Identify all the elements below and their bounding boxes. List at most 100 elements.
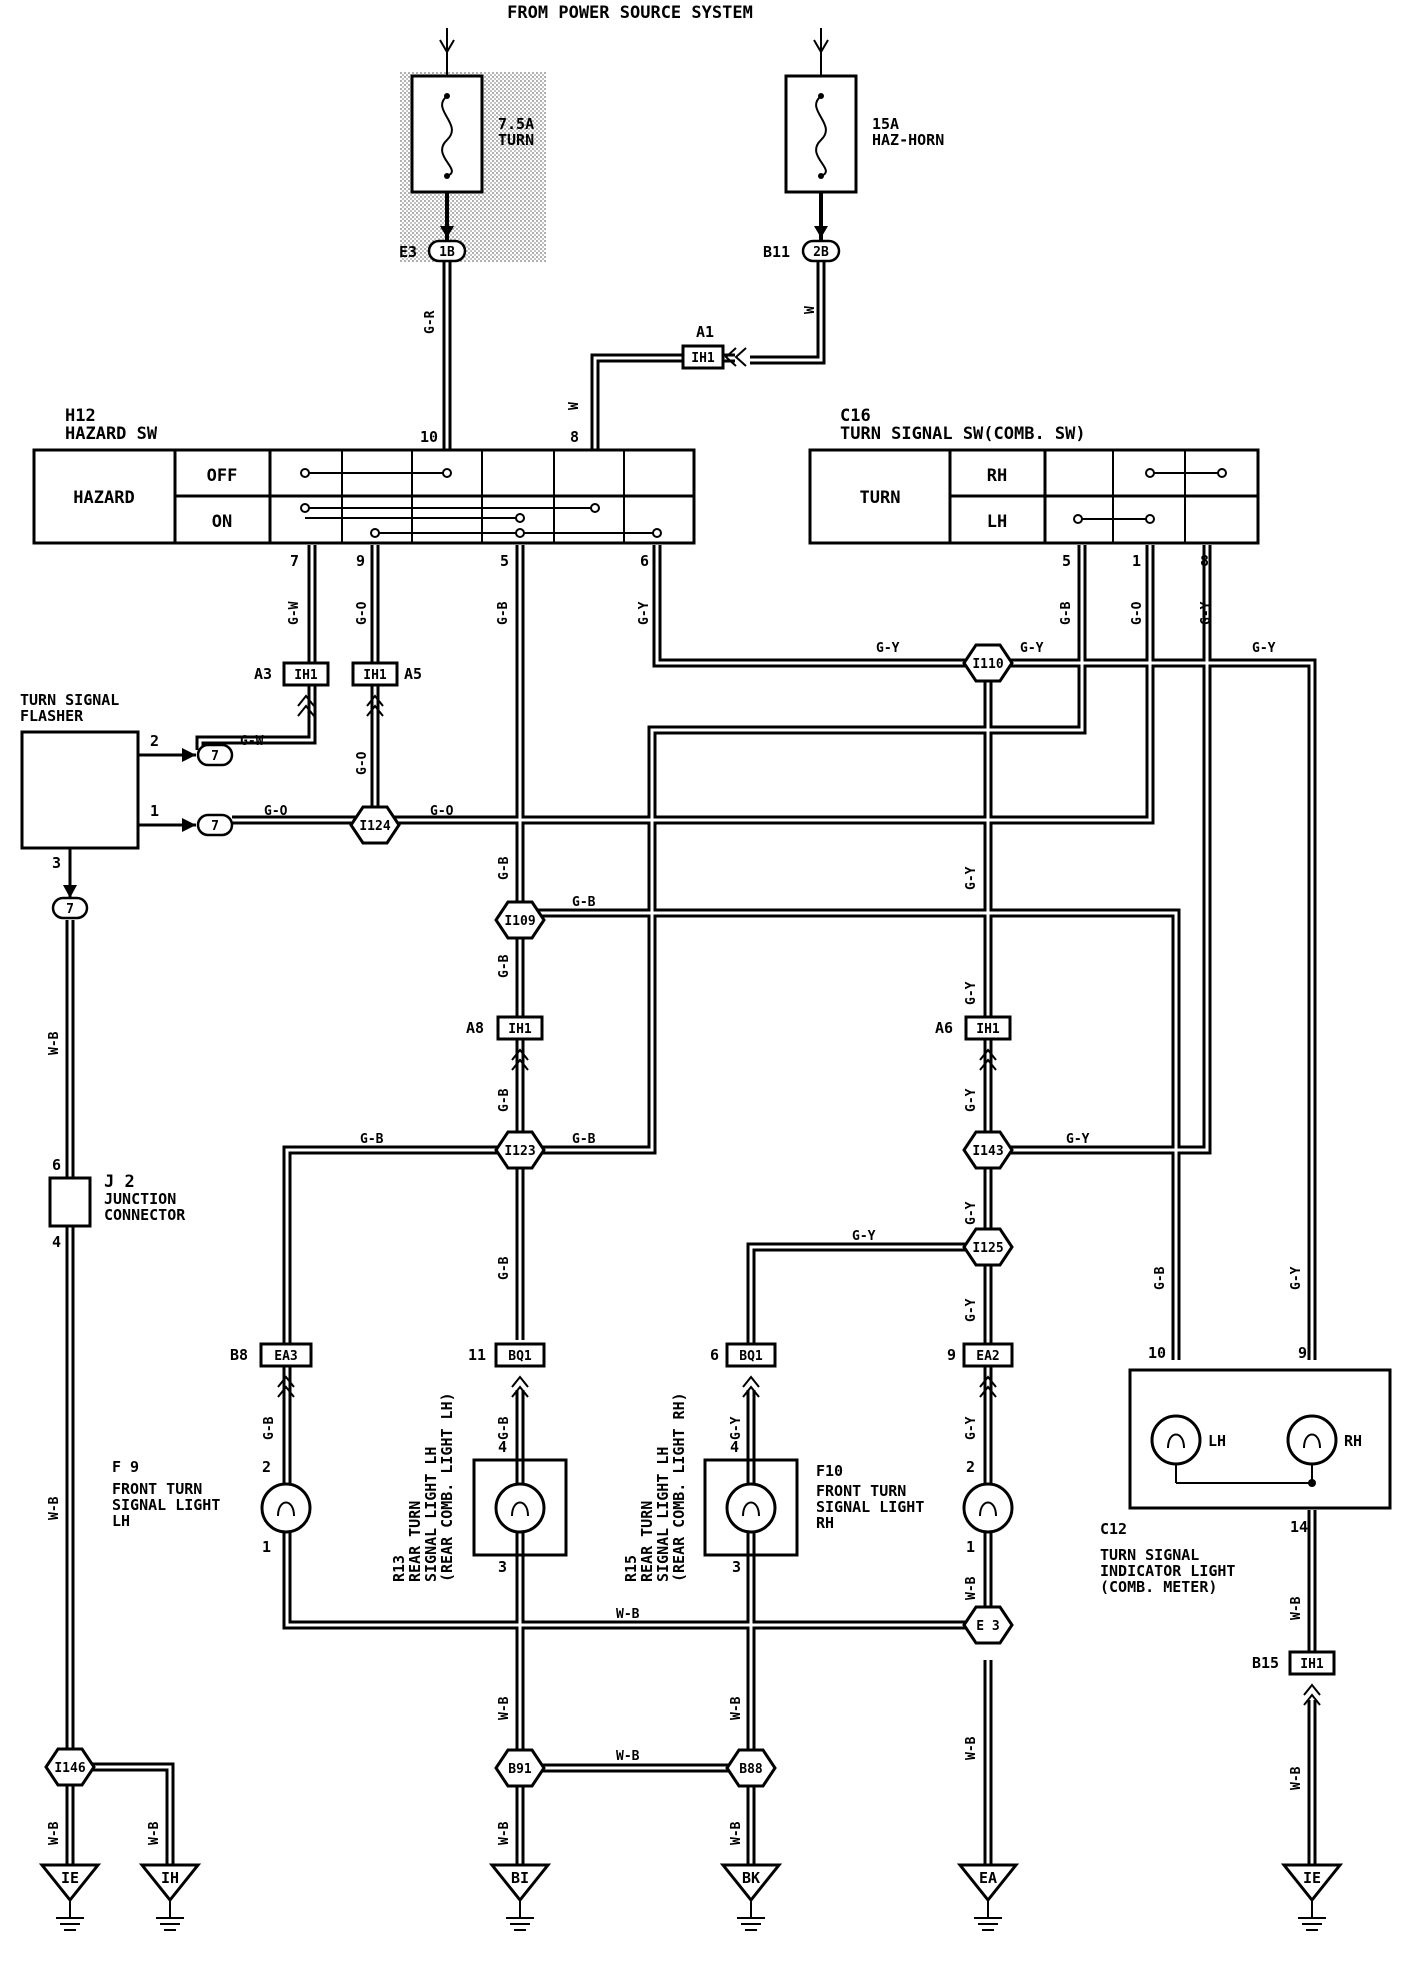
- r15-pin3: 3: [732, 1558, 741, 1576]
- wire-gb-v8: G-B: [497, 1416, 512, 1440]
- connector-a1: IH1 A1: [681, 323, 747, 370]
- f9-pin1: 1: [262, 1538, 271, 1556]
- front-turn-light-rh: 2 1 F10 FRONT TURN SIGNAL LIGHT RH: [816, 1458, 1014, 1556]
- hazard-pin-9: 9: [356, 552, 365, 570]
- c12-code: C12: [1100, 1520, 1127, 1538]
- hazard-title: HAZARD SW: [65, 424, 158, 444]
- c12-l1: TURN SIGNAL: [1100, 1546, 1199, 1564]
- f10-pin2: 2: [966, 1458, 975, 1476]
- junction-b91: B91: [494, 1748, 546, 1788]
- r13-pin4: 4: [498, 1438, 507, 1456]
- wire-gb-v6: G-B: [1153, 1266, 1168, 1290]
- wire-wb-v6: W-B: [729, 1696, 744, 1720]
- wire-gy-h3: G-Y: [1252, 641, 1276, 656]
- ground-ih-label: IH: [161, 1869, 179, 1887]
- r13-pin3: 3: [498, 1558, 507, 1576]
- c12-l2: INDICATOR LIGHT: [1100, 1562, 1235, 1580]
- r15-l3: (REAR COMB. LIGHT RH): [670, 1392, 688, 1582]
- junction-i125: I125: [962, 1227, 1014, 1267]
- connector-ea3: EA3 B8: [230, 1342, 313, 1398]
- indicator-light-c12: 10 9 14 LH RH C12 TURN SIGNAL INDICATOR …: [1100, 1344, 1392, 1596]
- ground-ie-right: IE: [1280, 1863, 1344, 1931]
- f9-pin2: 2: [262, 1458, 271, 1476]
- fuse-turn-conn: E3: [399, 243, 417, 261]
- fuse-haz-conn: B11: [763, 243, 790, 261]
- wire-w-top: W: [803, 306, 818, 314]
- c12-l3: (COMB. METER): [1100, 1578, 1217, 1596]
- fuse-haz-name: HAZ-HORN: [872, 131, 944, 149]
- wire-gy-v6: G-Y: [964, 1201, 979, 1225]
- c12-lh: LH: [1208, 1432, 1226, 1450]
- wire-go-1: G-O: [355, 601, 370, 625]
- wire-gb-1: G-B: [496, 601, 511, 625]
- wire-wb-v4: W-B: [1289, 1596, 1304, 1620]
- wire-gb-v2: G-B: [497, 856, 512, 880]
- ea2-label: EA2: [976, 1349, 999, 1364]
- r13-l3: (REAR COMB. LIGHT LH): [438, 1392, 456, 1582]
- wire-gb-h5: G-B: [572, 1132, 596, 1147]
- j2-pin4: 4: [52, 1233, 61, 1251]
- wire-wb-h2: W-B: [616, 1749, 640, 1764]
- wire-wb-v10: W-B: [147, 1821, 162, 1845]
- connector-ea2: EA2 9: [947, 1342, 1014, 1398]
- diagram-header: FROM POWER SOURCE SYSTEM: [507, 3, 753, 23]
- ea2-pin: 9: [947, 1346, 956, 1364]
- connector-a5: IH1 A5: [351, 661, 422, 717]
- f9-l2: SIGNAL LIGHT: [112, 1496, 220, 1514]
- wire-wb-h1: W-B: [616, 1607, 640, 1622]
- a5-ih1: IH1: [363, 668, 387, 683]
- flasher-conn-c: 7: [66, 902, 74, 917]
- connector-b15: IH1 B15: [1252, 1650, 1336, 1706]
- hazard-pin-5: 5: [500, 552, 509, 570]
- i110-label: I110: [972, 657, 1003, 672]
- f9-l3: LH: [112, 1512, 130, 1530]
- bq1-lh-pin: 11: [468, 1346, 486, 1364]
- j2-title1: JUNCTION: [104, 1190, 176, 1208]
- ground-bi-label: BI: [511, 1869, 529, 1887]
- fuse-turn-amp: 7.5A: [498, 115, 534, 133]
- wire-gy-v7: G-Y: [964, 1298, 979, 1322]
- turn-sw-code: C16: [840, 406, 871, 426]
- c12-pin10: 10: [1148, 1344, 1166, 1362]
- hazard-pin-10: 10: [420, 428, 438, 446]
- fuse-turn-name: TURN: [498, 131, 534, 149]
- connector-a8: IH1 A8: [466, 1015, 544, 1071]
- r15-l2: SIGNAL LIGHT LH: [654, 1447, 672, 1582]
- wire-gy-h4: G-Y: [1066, 1132, 1090, 1147]
- hazard-pin-6: 6: [640, 552, 649, 570]
- wire-gy-v9: G-Y: [729, 1416, 744, 1440]
- b15-ih1: IH1: [1300, 1657, 1324, 1672]
- turn-sw-pin-5: 5: [1062, 552, 1071, 570]
- junction-i124: I124: [349, 805, 401, 845]
- i123-label: I123: [504, 1144, 535, 1159]
- f10-l2: SIGNAL LIGHT: [816, 1498, 924, 1516]
- a6-label: A6: [935, 1019, 953, 1037]
- turn-sw-pin-1: 1: [1132, 552, 1141, 570]
- r13-l1: REAR TURN: [406, 1501, 424, 1582]
- wire-gw-h: G-W: [240, 734, 264, 749]
- flasher-pin3: 3: [52, 854, 61, 872]
- hazard-on: ON: [212, 512, 232, 532]
- hazard-pin-8: 8: [570, 428, 579, 446]
- junction-i110: I110: [962, 643, 1014, 683]
- a5-label: A5: [404, 665, 422, 683]
- flasher-pin2: 2: [150, 732, 159, 750]
- r13-code: R13: [390, 1555, 408, 1582]
- r15-l1: REAR TURN: [638, 1501, 656, 1582]
- ground-ie-left-label: IE: [61, 1869, 79, 1887]
- bq1-rh-label: BQ1: [739, 1349, 763, 1364]
- wire-wb-v11: W-B: [497, 1821, 512, 1845]
- connector-bq1-lh: BQ1 11: [468, 1342, 546, 1398]
- a3-label: A3: [254, 665, 272, 683]
- fuse-turn-pin: 1B: [439, 245, 455, 260]
- wire-gb-h4: G-B: [360, 1132, 384, 1147]
- turn-sw-pin-8: 8: [1200, 552, 1209, 570]
- f10-pin1: 1: [966, 1538, 975, 1556]
- wire-gr: G-R: [423, 310, 438, 334]
- wire-gb-v5: G-B: [497, 1256, 512, 1280]
- f9-l1: FRONT TURN: [112, 1480, 202, 1498]
- r15-code: R15: [622, 1555, 640, 1582]
- b15-label: B15: [1252, 1654, 1279, 1672]
- j2-code: J 2: [104, 1172, 135, 1192]
